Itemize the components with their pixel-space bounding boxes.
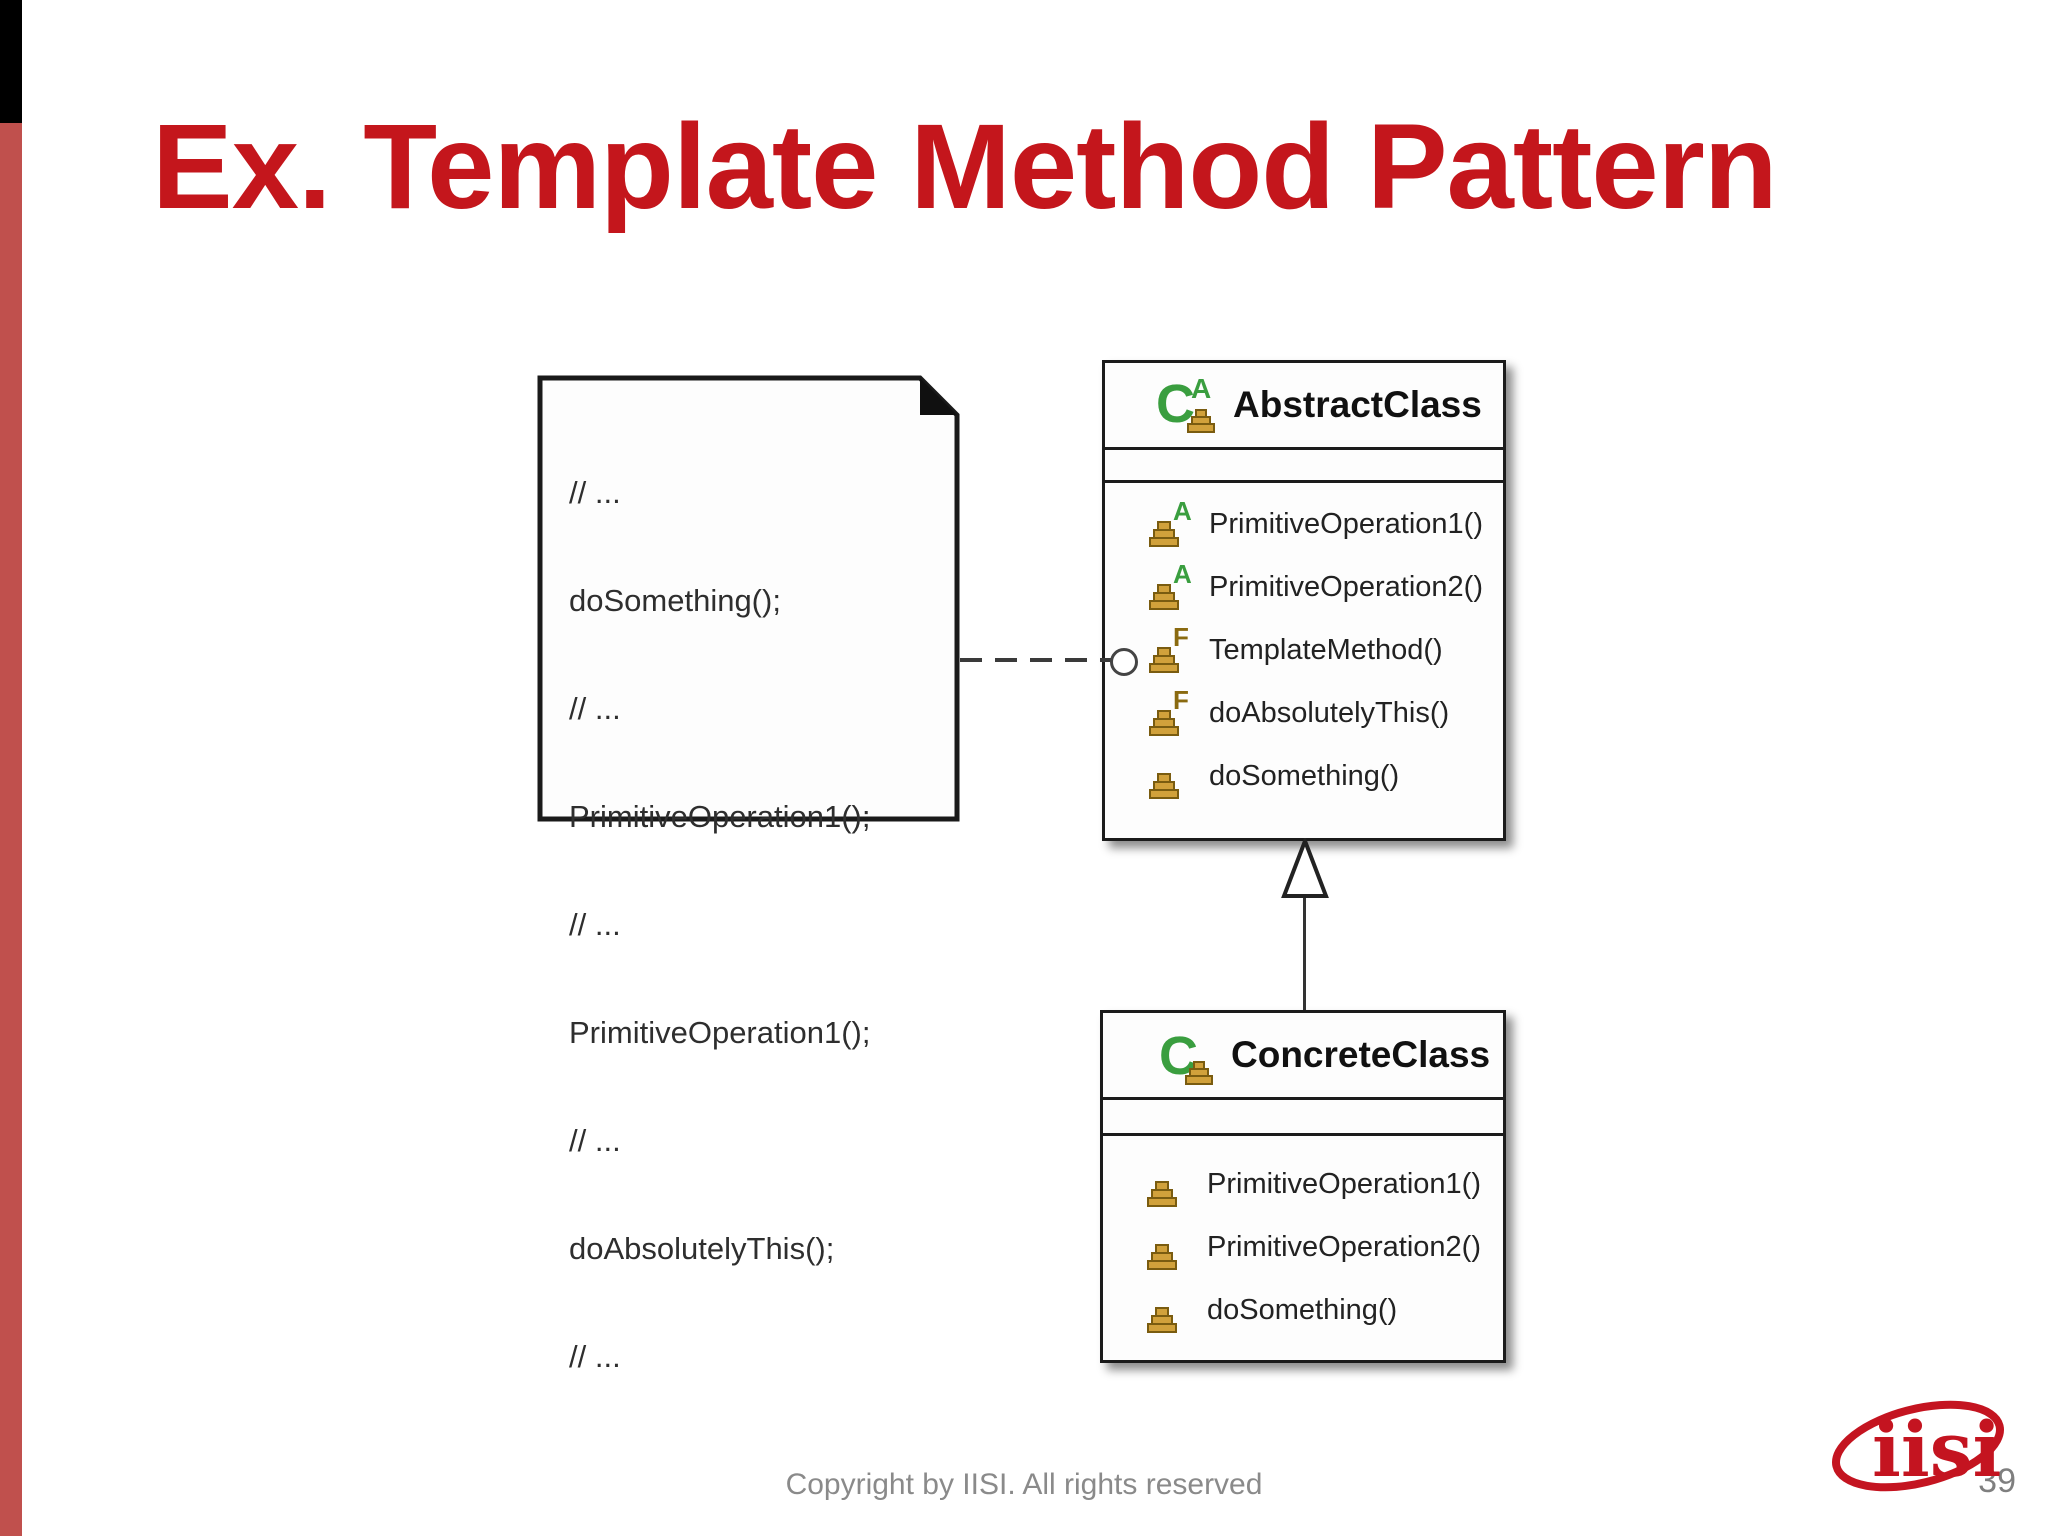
left-edge-bar-red: [0, 123, 22, 1536]
abstractclass-methods-compartment: A PrimitiveOperation1() A PrimitiveOpera…: [1105, 483, 1503, 838]
method-row-templatemethod: F TemplateMethod(): [1105, 619, 1503, 682]
method-label: PrimitiveOperation2(): [1209, 571, 1483, 603]
method-icon-abstract: A: [1149, 502, 1192, 547]
method-icon: [1147, 1306, 1177, 1333]
class-name: ConcreteClass: [1231, 1034, 1491, 1075]
gold-triangle-icon: [1185, 1061, 1213, 1085]
left-edge-bar-black: [0, 0, 22, 123]
method-row: F doAbsolutelyThis(): [1105, 682, 1503, 745]
inheritance-arrowhead: [1281, 838, 1329, 898]
note-shape: [537, 375, 960, 822]
class-name: AbstractClass: [1233, 384, 1482, 425]
method-icon: [1149, 772, 1179, 799]
note-line: PrimitiveOperation1();: [569, 1015, 871, 1050]
iisi-logo: iisi: [1832, 1400, 2004, 1494]
method-row: doSomething(): [1105, 745, 1503, 808]
note-line: // ...: [569, 475, 621, 510]
method-label: TemplateMethod(): [1209, 634, 1443, 666]
method-row: PrimitiveOperation1(): [1103, 1153, 1503, 1216]
concreteclass-attributes-compartment: [1103, 1100, 1503, 1136]
method-label: doAbsolutelyThis(): [1209, 697, 1450, 729]
note-line: // ...: [569, 1339, 621, 1374]
note-line: doSomething();: [569, 583, 781, 618]
uml-class-concreteclass: C ConcreteClass PrimitiveOperation1(): [1100, 1010, 1506, 1363]
method-row: A PrimitiveOperation2(): [1105, 556, 1503, 619]
inheritance-line: [1303, 896, 1306, 1010]
uml-class-abstractclass: C A AbstractClass A PrimitiveOperatio: [1102, 360, 1506, 841]
concreteclass-methods-compartment: PrimitiveOperation1() PrimitiveOperation…: [1103, 1136, 1503, 1360]
method-label: PrimitiveOperation2(): [1207, 1231, 1481, 1263]
method-row: PrimitiveOperation2(): [1103, 1216, 1503, 1279]
svg-text:A: A: [1191, 374, 1211, 404]
note-line: // ...: [569, 691, 621, 726]
code-note-box: // ... doSomething(); // ... PrimitiveOp…: [537, 375, 960, 1374]
method-row: doSomething(): [1103, 1279, 1503, 1342]
svg-text:A: A: [1173, 502, 1192, 526]
concrete-class-icon: C: [1159, 1026, 1213, 1086]
method-label: doSomething(): [1209, 760, 1400, 792]
copyright-footer: Copyright by IISI. All rights reserved: [785, 1468, 1263, 1501]
svg-text:A: A: [1173, 565, 1192, 589]
concreteclass-header: C ConcreteClass: [1103, 1013, 1503, 1100]
gold-triangle-icon: [1187, 409, 1215, 433]
method-icon: [1147, 1243, 1177, 1270]
method-icon-final: F: [1149, 628, 1189, 673]
method-icon: [1147, 1180, 1177, 1207]
note-dashed-connector: [960, 658, 1112, 662]
connector-circle-anchor: [1110, 648, 1138, 676]
method-row: A PrimitiveOperation1(): [1105, 493, 1503, 556]
abstract-class-icon: C A: [1156, 374, 1215, 434]
method-label: doSomething(): [1207, 1294, 1398, 1326]
method-label: PrimitiveOperation1(): [1209, 508, 1483, 540]
svg-text:iisi: iisi: [1872, 1405, 2001, 1494]
svg-text:F: F: [1173, 691, 1189, 715]
note-line: // ...: [569, 1123, 621, 1158]
note-line: doAbsolutelyThis();: [569, 1231, 835, 1266]
page-number: 39: [1978, 1462, 2016, 1500]
abstractclass-header: C A AbstractClass: [1105, 363, 1503, 450]
note-fold-corner: [920, 378, 957, 415]
abstractclass-attributes-compartment: [1105, 450, 1503, 483]
slide-title: Ex. Template Method Pattern: [152, 98, 1778, 234]
method-icon-abstract: A: [1149, 565, 1192, 610]
method-icon-final: F: [1149, 691, 1189, 736]
note-line: // ...: [569, 907, 621, 942]
method-label: PrimitiveOperation1(): [1207, 1168, 1481, 1200]
note-line: PrimitiveOperation1();: [569, 799, 871, 834]
svg-text:F: F: [1173, 628, 1189, 652]
note-code-text: // ... doSomething(); // ... PrimitiveOp…: [569, 403, 870, 1447]
